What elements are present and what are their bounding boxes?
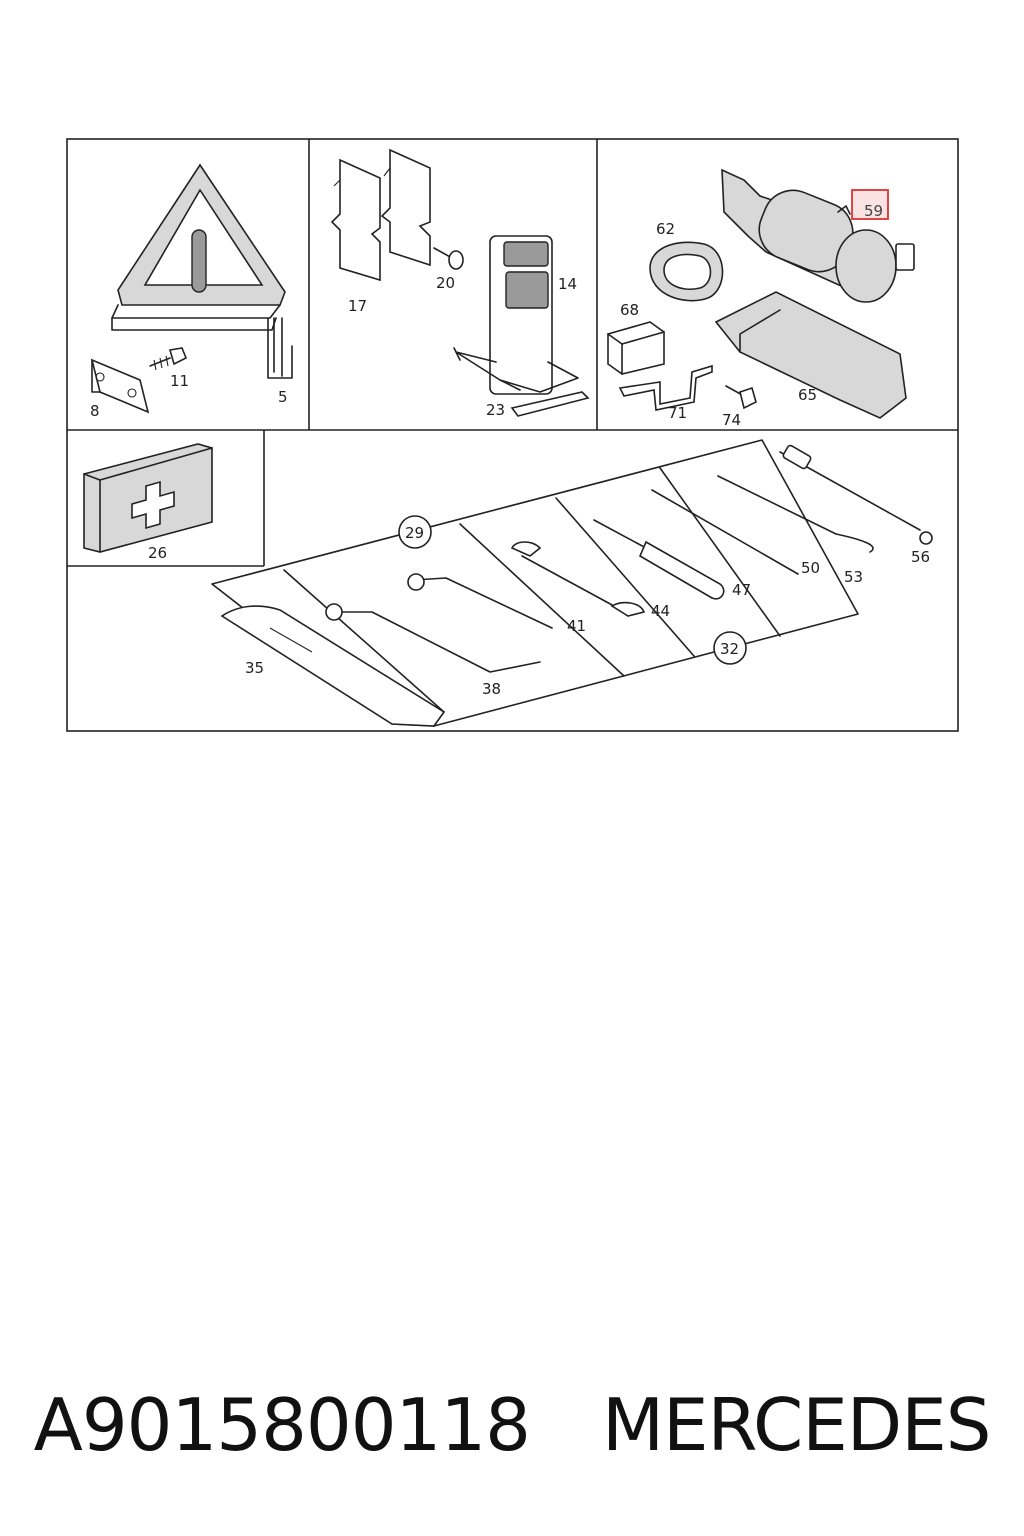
label-32: 32	[720, 640, 739, 658]
compressor-drawing	[721, 168, 915, 303]
screw-74-drawing	[725, 385, 757, 410]
warning-triangle-drawing	[111, 163, 293, 379]
label-44: 44	[651, 602, 670, 620]
label-62: 62	[656, 220, 675, 238]
part-number: A9015800118	[33, 1383, 531, 1467]
tool-roll-drawing	[211, 439, 933, 727]
label-29: 29	[405, 524, 424, 542]
label-8: 8	[90, 402, 100, 420]
callout-circles	[398, 515, 747, 665]
footer-caption: A9015800118 MERCEDES	[0, 1370, 1024, 1480]
first-aid-kit-drawing	[83, 443, 213, 553]
label-68: 68	[620, 301, 639, 319]
label-74: 74	[722, 411, 741, 429]
screw-20-drawing	[433, 247, 464, 270]
label-41: 41	[567, 617, 586, 635]
label-35: 35	[245, 659, 264, 677]
callout-29-circle	[398, 515, 432, 549]
hose-clamp-drawing	[649, 241, 724, 302]
part-labels: 5 8 11 14 17 20 23 59 62 65 68 71 74 26 …	[90, 202, 930, 698]
highlight-box-59	[851, 189, 889, 220]
label-11: 11	[170, 372, 189, 390]
label-65: 65	[798, 386, 817, 404]
label-26: 26	[148, 544, 167, 562]
label-20: 20	[436, 274, 455, 292]
label-50: 50	[801, 559, 820, 577]
screw-drawing	[149, 347, 188, 371]
rubber-strip-drawing	[510, 391, 590, 417]
lamp-drawing	[453, 235, 579, 395]
callout-32-circle	[713, 631, 747, 665]
label-5: 5	[278, 388, 288, 406]
label-71: 71	[668, 404, 687, 422]
foam-block-drawing	[607, 321, 665, 375]
label-47: 47	[732, 581, 751, 599]
label-17: 17	[348, 297, 367, 315]
label-23: 23	[486, 401, 505, 419]
parts-diagram: 5 8 11 14 17 20 23 59 62 65 68 71 74 26 …	[66, 138, 959, 732]
holder-plates-drawing	[330, 148, 431, 282]
label-59: 59	[864, 202, 883, 220]
bracket-71-drawing	[618, 364, 713, 411]
label-53: 53	[844, 568, 863, 586]
label-56: 56	[911, 548, 930, 566]
label-38: 38	[482, 680, 501, 698]
bracket-drawing	[90, 358, 150, 414]
panel-frames	[66, 138, 959, 732]
tray-drawing	[714, 291, 907, 419]
label-14: 14	[558, 275, 577, 293]
brand-name: MERCEDES	[601, 1383, 991, 1467]
